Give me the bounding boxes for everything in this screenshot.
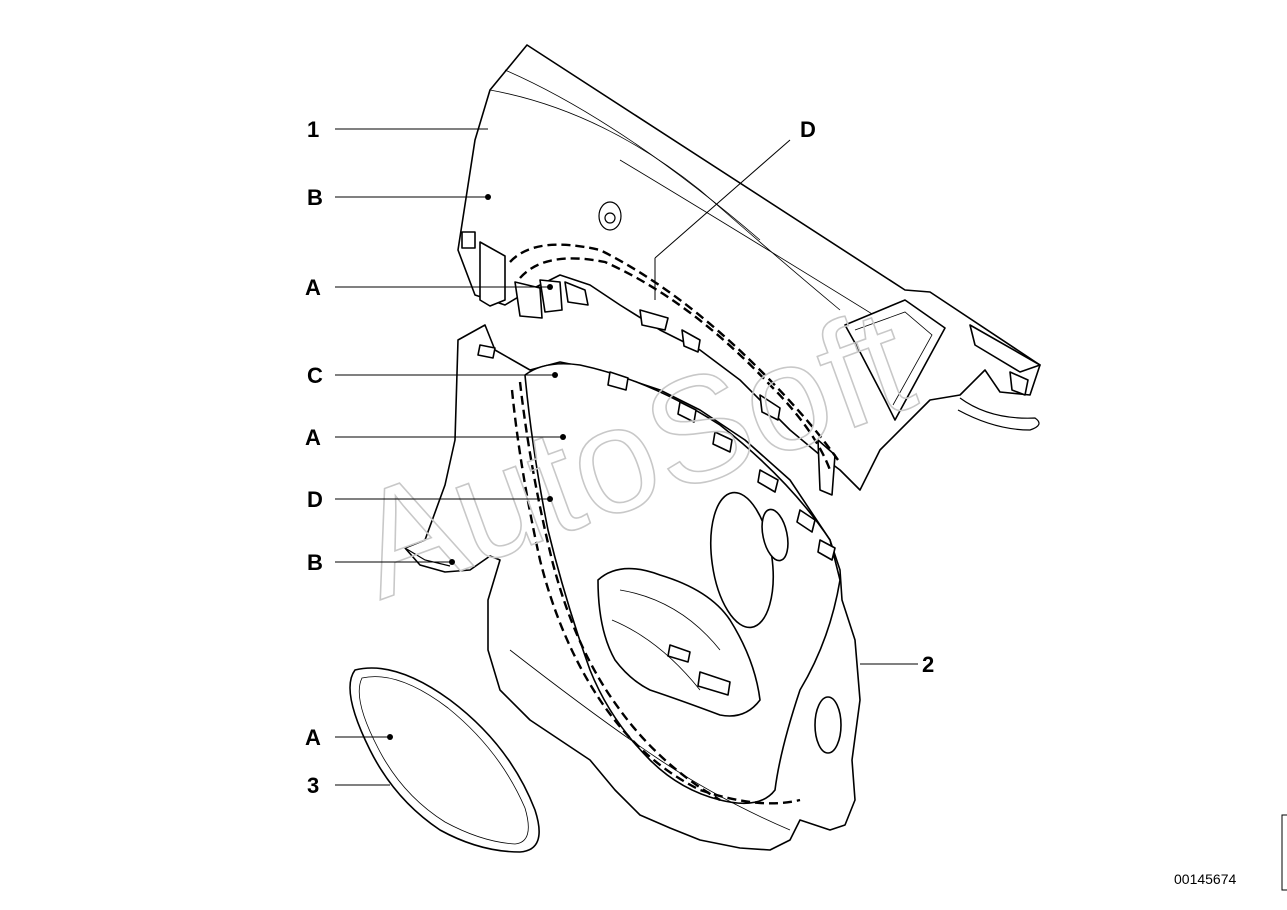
callout-A-lower: A [305, 725, 321, 750]
diagram-number: 00145674 [1174, 871, 1237, 887]
frame-corner [1281, 814, 1287, 891]
callout-dots [387, 194, 566, 740]
callout-B-lower: B [307, 550, 323, 575]
seal-piece [349, 667, 540, 853]
callout-B-upper: B [307, 185, 323, 210]
callout-A-middle: A [305, 425, 321, 450]
callout-labels: 1 B A D C A D B 2 A 3 [305, 117, 934, 798]
callout-D-upper: D [800, 117, 816, 142]
callout-C: C [307, 363, 323, 388]
lower-trim-panel [404, 324, 861, 851]
upper-trim-panel [457, 44, 1041, 496]
callout-3: 3 [307, 773, 319, 798]
callout-D-middle: D [307, 487, 323, 512]
callout-A-upper: A [305, 275, 321, 300]
leader-lines [335, 128, 918, 786]
callout-1: 1 [307, 117, 319, 142]
callout-2: 2 [922, 652, 934, 677]
